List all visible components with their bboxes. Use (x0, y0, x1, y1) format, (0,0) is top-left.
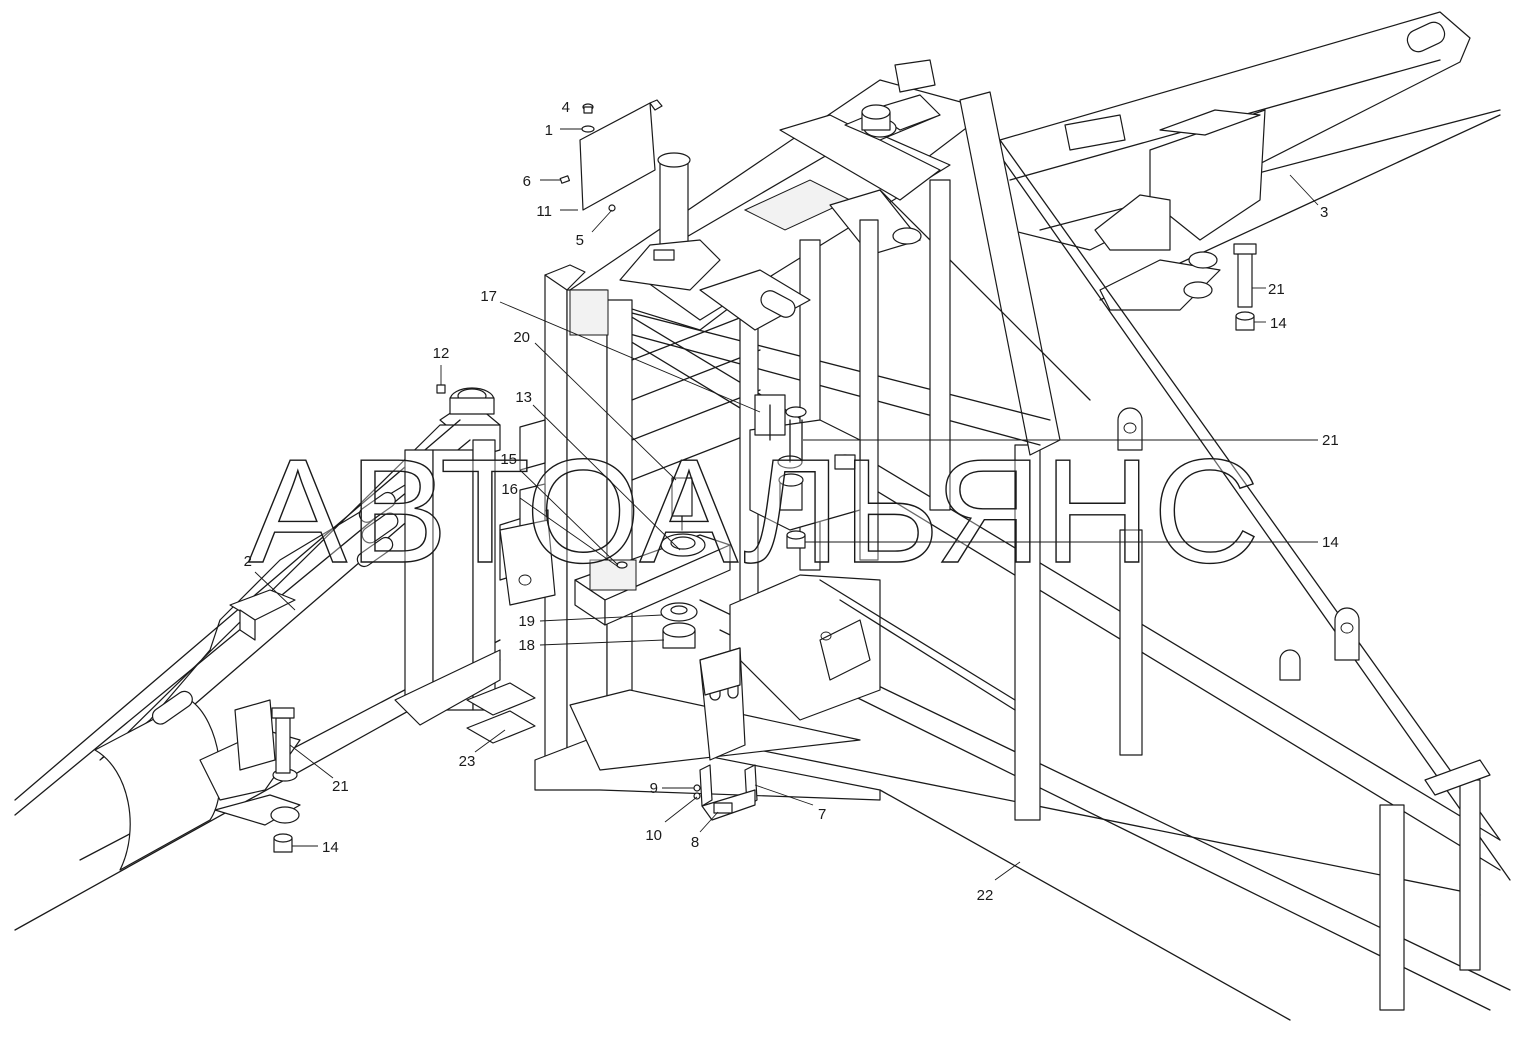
callout-14: 14 (322, 839, 339, 856)
callout-2: 2 (244, 553, 252, 570)
callout-14: 14 (1322, 534, 1339, 551)
small-parts (271, 99, 1257, 853)
callout-10: 10 (645, 827, 662, 844)
callout-20: 20 (513, 329, 530, 346)
callout-13: 13 (515, 389, 532, 406)
callout-23: 23 (459, 753, 476, 770)
callout-9: 9 (650, 780, 658, 797)
callout-19: 19 (518, 613, 535, 630)
callout-11: 11 (536, 203, 552, 220)
callout-22: 22 (977, 887, 994, 904)
callout-21: 21 (1322, 432, 1339, 449)
watermark-text: АВТОАЛЬЯНС (248, 429, 1261, 594)
callout-12: 12 (433, 345, 450, 362)
callout-21: 21 (332, 778, 349, 795)
callout-8: 8 (691, 834, 699, 851)
callout-7: 7 (818, 806, 826, 823)
callout-15: 15 (500, 451, 517, 468)
callout-16: 16 (501, 481, 518, 498)
callout-6: 6 (523, 173, 531, 190)
callout-17: 17 (480, 288, 497, 305)
right-boom (559, 11, 1511, 1021)
callout-5: 5 (576, 232, 584, 249)
callout-1: 1 (545, 122, 553, 139)
callout-labels: 4 1 6 11 5 3 21 14 17 20 12 13 21 15 16 … (244, 99, 1339, 904)
callout-3: 3 (1320, 204, 1328, 221)
callout-14: 14 (1270, 315, 1287, 332)
central-frame (534, 59, 1091, 801)
callout-18: 18 (518, 637, 535, 654)
leader-lines (254, 106, 1319, 881)
callout-21: 21 (1268, 281, 1285, 298)
left-boom (14, 387, 549, 931)
mounting-plate-11 (579, 102, 656, 211)
callout-4: 4 (562, 99, 570, 116)
